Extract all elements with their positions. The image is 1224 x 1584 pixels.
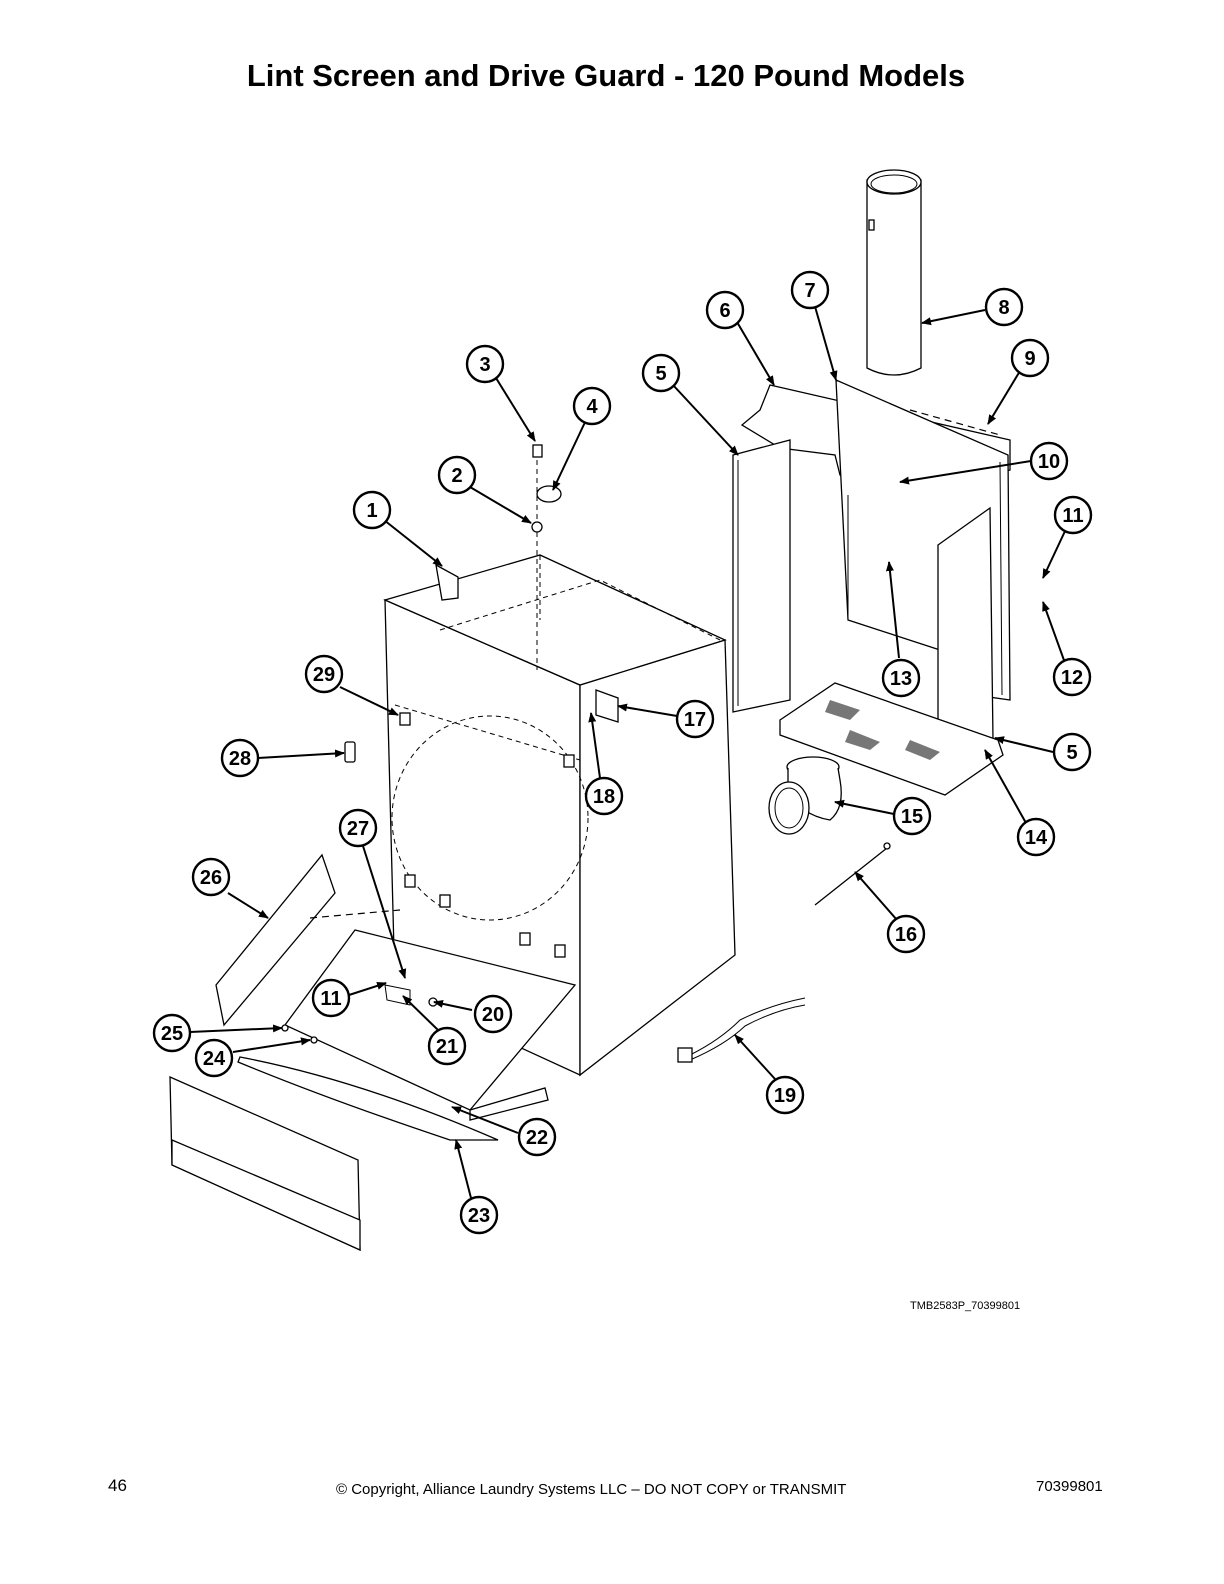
svg-text:11: 11 (1062, 505, 1083, 527)
svg-text:22: 22 (526, 1127, 548, 1149)
svg-text:4: 4 (586, 396, 598, 418)
svg-text:7: 7 (804, 280, 815, 302)
svg-text:2: 2 (451, 465, 462, 487)
svg-text:8: 8 (998, 297, 1009, 319)
svg-text:17: 17 (684, 709, 706, 731)
duct-elbow (768, 756, 842, 835)
svg-text:6: 6 (719, 300, 730, 322)
right-side-panel (937, 506, 994, 746)
svg-text:15: 15 (901, 806, 923, 828)
svg-text:19: 19 (774, 1085, 796, 1107)
exhaust-pipe (866, 169, 922, 376)
svg-text:28: 28 (229, 748, 251, 770)
callout-3: 3 (465, 344, 505, 384)
bracket-1 (435, 563, 459, 601)
svg-text:20: 20 (482, 1004, 504, 1026)
bracket-17 (595, 689, 619, 723)
svg-text:12: 12 (1061, 667, 1083, 689)
drive-guard-panel (169, 1075, 361, 1252)
callout-25: 25 (152, 1013, 192, 1053)
copyright-notice: © Copyright, Alliance Laundry Systems LL… (336, 1481, 847, 1498)
svg-text:1: 1 (366, 500, 377, 522)
svg-text:26: 26 (200, 867, 222, 889)
callout-23: 23 (459, 1195, 499, 1235)
svg-text:21: 21 (436, 1036, 458, 1058)
callout-1: 1 (352, 490, 392, 530)
callout-11-left: 11 (311, 978, 351, 1018)
callout-8: 8 (984, 287, 1024, 327)
svg-text:27: 27 (347, 818, 369, 840)
base-pan (779, 682, 1004, 796)
svg-text:10: 10 (1038, 451, 1060, 473)
svg-text:3: 3 (479, 354, 490, 376)
callout-22: 22 (517, 1117, 557, 1157)
left-side-panel (732, 439, 791, 713)
leader-lines (189, 302, 1067, 1199)
page-title: Lint Screen and Drive Guard - 120 Pound … (246, 58, 966, 93)
callout-21: 21 (427, 1026, 467, 1066)
callout-28: 28 (220, 738, 260, 778)
callout-13: 13 (881, 658, 921, 698)
svg-text:29: 29 (313, 664, 335, 686)
callout-26: 26 (191, 857, 231, 897)
callout-5-upper: 5 (641, 353, 681, 393)
callout-15: 15 (892, 796, 932, 836)
callout-18: 18 (584, 776, 624, 816)
svg-text:11: 11 (320, 988, 341, 1010)
callout-4: 4 (572, 386, 612, 426)
document-number: 70399801 (1036, 1478, 1103, 1495)
lint-screen (237, 1056, 499, 1141)
callout-24: 24 (194, 1038, 234, 1078)
svg-text:25: 25 (161, 1023, 183, 1045)
svg-text:23: 23 (468, 1205, 490, 1227)
svg-text:18: 18 (593, 786, 615, 808)
callout-12: 12 (1052, 657, 1092, 697)
callout-29: 29 (304, 654, 344, 694)
svg-text:9: 9 (1024, 348, 1035, 370)
svg-text:16: 16 (895, 924, 917, 946)
callout-2: 2 (437, 455, 477, 495)
callout-19: 19 (765, 1075, 805, 1115)
callout-6: 6 (705, 290, 745, 330)
callout-7: 7 (790, 270, 830, 310)
callout-17: 17 (675, 699, 715, 739)
svg-text:5: 5 (655, 363, 666, 385)
callout-20: 20 (473, 994, 513, 1034)
panel-26 (215, 853, 401, 1027)
clip-28 (344, 741, 356, 763)
lint-drawer-assembly (281, 929, 577, 1121)
svg-text:14: 14 (1025, 827, 1048, 849)
callout-10: 10 (1029, 441, 1069, 481)
callout-14: 14 (1016, 817, 1056, 857)
svg-text:13: 13 (890, 668, 912, 690)
svg-text:24: 24 (203, 1048, 226, 1070)
callout-16: 16 (886, 914, 926, 954)
rod-16 (814, 842, 891, 906)
callout-27: 27 (338, 808, 378, 848)
image-reference-code: TMB2583P_70399801 (910, 1300, 1021, 1312)
callout-9: 9 (1010, 338, 1050, 378)
harness-19 (677, 997, 806, 1063)
callout-5-lower: 5 (1052, 732, 1092, 772)
page-number: 46 (108, 1476, 127, 1495)
callout-11-right: 11 (1053, 495, 1093, 535)
svg-text:5: 5 (1066, 742, 1077, 764)
